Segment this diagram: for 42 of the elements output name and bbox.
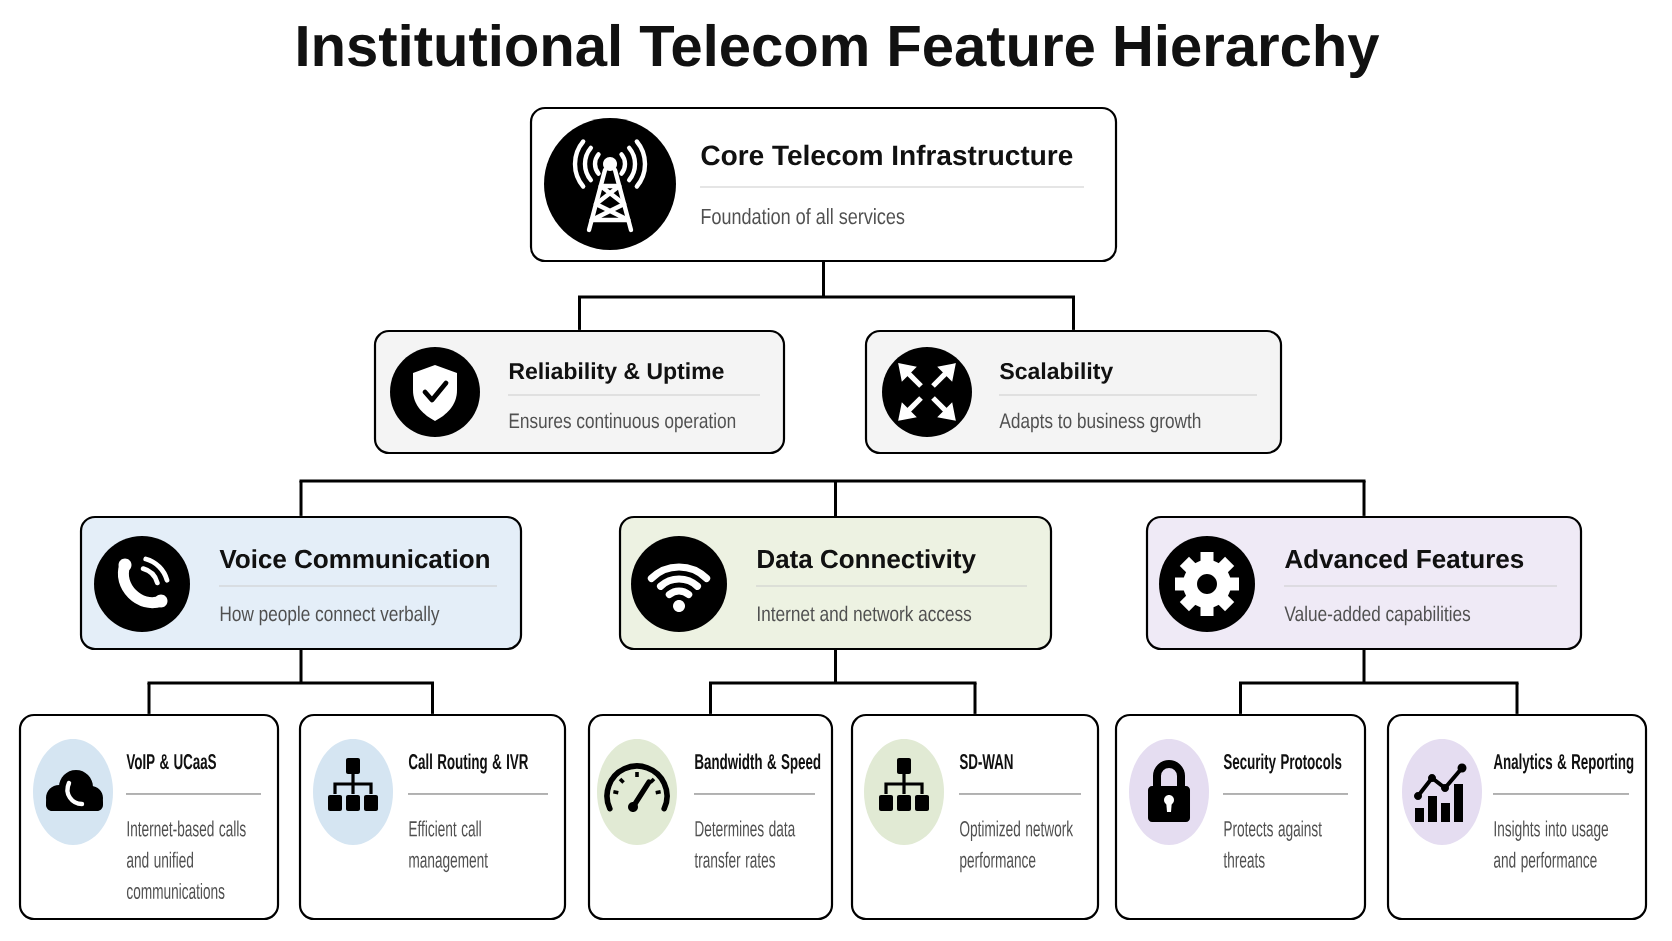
description: Efficient call management: [409, 820, 488, 873]
heading: Voice Communication: [219, 549, 489, 569]
feature-card: [298, 713, 567, 921]
heading: Analytics & Reporting: [1493, 753, 1634, 774]
description: Optimized network performance: [960, 820, 1074, 873]
feature-card: [587, 713, 834, 921]
description: Determines data transfer rates: [694, 820, 796, 868]
title: Institutional Telecom Feature Hierarchy: [298, 23, 1380, 79]
feature-card: [864, 329, 1283, 455]
heading: SD-WAN: [959, 754, 1013, 770]
connector-line: [147, 648, 434, 714]
description: Insights into usage and performance: [1493, 820, 1609, 873]
heading: Reliability & Uptime: [509, 362, 724, 384]
connector-line: [709, 648, 977, 714]
description: How people connect verbally: [220, 605, 440, 626]
feature-card: [1145, 515, 1583, 651]
connector-line: [299, 479, 1366, 518]
feature-card: [850, 713, 1100, 921]
heading: Call Routing & IVR: [408, 753, 529, 774]
heading: Scalability: [1000, 362, 1114, 384]
feature-card: [18, 713, 280, 921]
description: Internet-based calls and unified communications: [126, 820, 246, 900]
heading: VoIP & UCaaS: [126, 754, 216, 770]
heading: Core Telecom Infrastructure: [701, 144, 1073, 166]
description: Adapts to business growth: [999, 412, 1201, 433]
heading: Advanced Features: [1285, 549, 1524, 569]
description: Internet and network access: [758, 605, 972, 622]
description: Value-added capabilities: [1284, 605, 1471, 626]
feature-card: [618, 515, 1053, 651]
connector-line: [578, 260, 1075, 330]
feature-card: [79, 515, 523, 651]
description: Protects against threats: [1223, 820, 1322, 868]
description: Foundation of all services: [701, 208, 905, 225]
feature-card: [1114, 713, 1367, 921]
heading: Security Protocols: [1223, 753, 1342, 774]
feature-card: [1386, 713, 1648, 921]
description: Ensures continuous operation: [509, 412, 736, 433]
feature-card: [373, 329, 786, 455]
heading: Data Connectivity: [758, 549, 976, 574]
heading: Bandwidth & Speed: [695, 753, 821, 774]
feature-card: [529, 106, 1118, 263]
connector-line: [1239, 648, 1519, 714]
